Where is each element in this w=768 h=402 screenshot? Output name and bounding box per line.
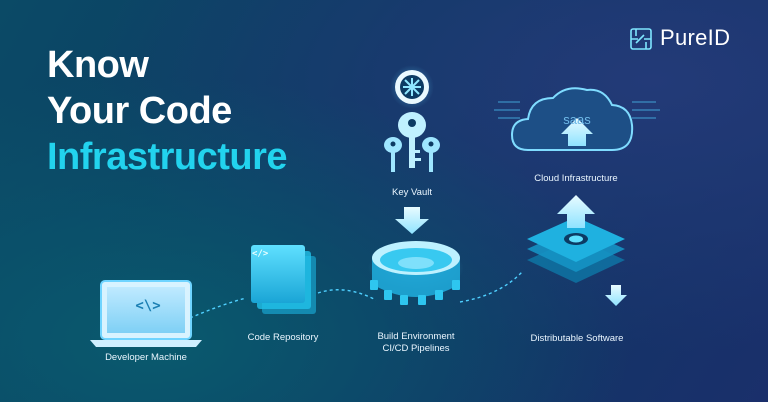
headline-line-2: Your Code xyxy=(47,90,232,132)
distributable-software-label: Distributable Software xyxy=(530,333,624,344)
cloud-upload-arrow-icon xyxy=(561,118,593,146)
cloud-infrastructure-label: Cloud Infrastructure xyxy=(534,173,618,184)
arrow-down-icon xyxy=(395,207,429,234)
cloud-saas-tag: saas xyxy=(563,112,591,127)
connector-repo-build xyxy=(317,289,377,301)
build-label-line-1: Build Environment xyxy=(377,331,455,342)
logo-mark-spacer xyxy=(630,26,654,50)
code-repository-label: Code Repository xyxy=(247,332,319,343)
key-vault-label: Key Vault xyxy=(392,187,432,198)
logo: PureID xyxy=(630,25,730,51)
arrow-up-icon xyxy=(557,195,595,228)
code-repository-icon xyxy=(251,245,316,314)
download-arrow-icon xyxy=(605,285,627,306)
cloud-icon xyxy=(494,87,660,151)
connector-build-dist xyxy=(459,271,523,303)
connector-dev-repo xyxy=(189,297,247,319)
connector-lines xyxy=(189,271,523,319)
build-label-line-2: CI/CD Pipelines xyxy=(382,343,450,354)
distributable-layers-icon xyxy=(527,217,627,306)
key-vault-icon xyxy=(384,65,440,172)
laptop-code-glyph: <\> xyxy=(135,298,161,314)
headline: Know Your Code Infrastructure xyxy=(47,42,288,180)
logo-text: PureID xyxy=(660,25,731,50)
repo-code-glyph: </> xyxy=(252,249,269,259)
pureid-logo-icon xyxy=(630,28,652,50)
headline-line-3: Infrastructure xyxy=(47,136,288,178)
build-environment-label: Build Environment CI/CD Pipelines xyxy=(352,331,480,355)
developer-machine-label: Developer Machine xyxy=(105,352,187,363)
build-gear-icon xyxy=(368,241,464,305)
headline-line-1: Know xyxy=(47,44,149,86)
laptop-icon xyxy=(90,280,202,347)
